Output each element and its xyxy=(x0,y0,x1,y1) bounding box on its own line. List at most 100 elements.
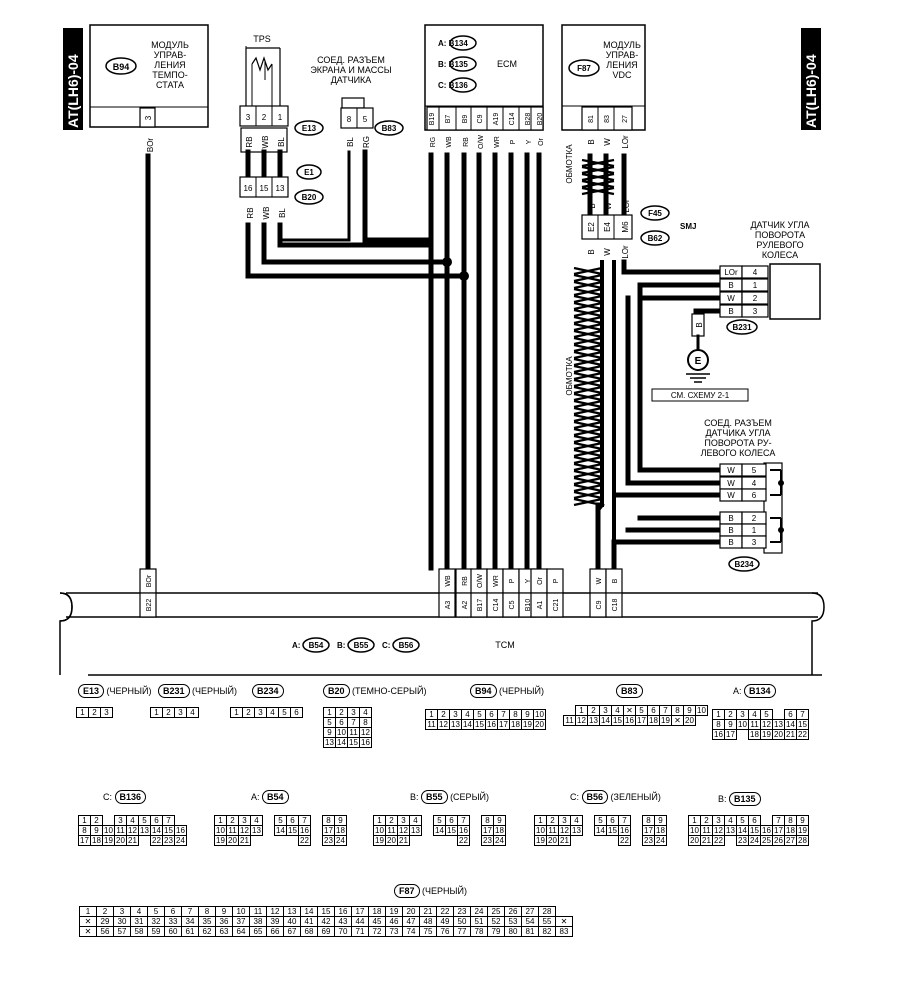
svg-text:B9: B9 xyxy=(462,115,469,124)
svg-text:WB: WB xyxy=(262,207,271,220)
svg-text:B: B xyxy=(588,203,597,208)
svg-text:P: P xyxy=(510,139,517,144)
svg-text:W: W xyxy=(603,248,612,256)
svg-text:2: 2 xyxy=(753,294,758,303)
svg-text:B: B xyxy=(728,514,733,523)
svg-text:O/W: O/W xyxy=(477,574,484,588)
svg-text:3: 3 xyxy=(752,538,757,547)
svg-text:RG: RG xyxy=(430,137,437,148)
svg-text:TCM: TCM xyxy=(495,640,515,650)
svg-text:B10: B10 xyxy=(525,599,532,612)
svg-text:WR: WR xyxy=(493,575,500,587)
svg-text:LOr: LOr xyxy=(621,135,630,149)
svg-text:RB: RB xyxy=(462,576,469,586)
svg-text:C14: C14 xyxy=(509,112,516,125)
svg-text:E1: E1 xyxy=(304,168,314,177)
svg-text:СМ. СХЕМУ 2-1: СМ. СХЕМУ 2-1 xyxy=(671,391,730,400)
svg-text:B: B xyxy=(587,249,596,254)
svg-text:B231: B231 xyxy=(732,323,752,332)
svg-text:C5: C5 xyxy=(509,600,516,609)
svg-text:C:: C: xyxy=(382,641,390,650)
svg-text:B19: B19 xyxy=(429,113,436,126)
e13-connector: 3 2 1 E13 xyxy=(239,105,324,136)
svg-text:RB: RB xyxy=(463,137,470,147)
svg-text:F45: F45 xyxy=(648,209,662,218)
svg-text:B55: B55 xyxy=(354,641,369,650)
svg-text:O/W: O/W xyxy=(478,135,485,149)
svg-text:B54: B54 xyxy=(309,641,324,650)
vdc-lower-wires: ОБМОТКА xyxy=(565,259,723,581)
svg-text:E4: E4 xyxy=(603,222,612,232)
svg-text:A:: A: xyxy=(292,641,300,650)
svg-text:F87: F87 xyxy=(577,64,591,73)
svg-text:WR: WR xyxy=(494,136,501,148)
svg-text:LOr: LOr xyxy=(621,245,630,259)
svg-text:C21: C21 xyxy=(553,598,560,611)
svg-text:LOr: LOr xyxy=(622,199,631,213)
svg-text:BL: BL xyxy=(278,208,287,218)
svg-text:3: 3 xyxy=(144,115,153,120)
svg-text:P: P xyxy=(553,578,560,583)
svg-text:3: 3 xyxy=(753,307,758,316)
svg-text:RB: RB xyxy=(245,136,254,147)
svg-text:16: 16 xyxy=(244,184,253,193)
svg-text:B234: B234 xyxy=(734,560,754,569)
svg-text:3: 3 xyxy=(246,113,251,122)
b20-connector: 16 15 13 B20 RB WB BL xyxy=(239,176,467,279)
svg-text:B20: B20 xyxy=(302,193,317,202)
svg-text:W: W xyxy=(596,577,603,584)
svg-text:B22: B22 xyxy=(146,599,153,612)
svg-text:4: 4 xyxy=(752,479,757,488)
svg-text:1: 1 xyxy=(752,526,757,535)
cruise-wire: BOr BOr xyxy=(145,138,155,588)
svg-text:8: 8 xyxy=(347,115,352,124)
svg-text:B: B xyxy=(728,526,733,535)
svg-text:2: 2 xyxy=(752,514,757,523)
svg-text:B: B xyxy=(728,281,733,290)
svg-text:BL: BL xyxy=(277,137,286,147)
svg-text:M6: M6 xyxy=(621,221,630,233)
svg-text:A19: A19 xyxy=(493,113,500,126)
svg-text:Y: Y xyxy=(526,139,533,144)
svg-text:C: B136: C: B136 xyxy=(438,81,468,90)
svg-text:P: P xyxy=(509,578,516,583)
svg-text:WB: WB xyxy=(446,136,453,148)
vdc-wires: B W LOr ОБМОТКА B W LOr xyxy=(565,135,631,215)
svg-text:B: B135: B: B135 xyxy=(438,60,468,69)
svg-text:C18: C18 xyxy=(612,598,619,611)
svg-text:BL: BL xyxy=(346,137,355,147)
svg-text:B28: B28 xyxy=(525,113,532,126)
svg-text:B: B xyxy=(728,307,733,316)
svg-text:W: W xyxy=(603,138,612,146)
svg-text:Or: Or xyxy=(538,137,545,145)
svg-text:B: B xyxy=(695,322,704,327)
svg-text:B:: B: xyxy=(337,641,345,650)
svg-text:B83: B83 xyxy=(382,124,397,133)
svg-text:A3: A3 xyxy=(445,601,452,610)
svg-text:BOr: BOr xyxy=(146,138,155,153)
svg-text:C9: C9 xyxy=(596,600,603,609)
svg-text:ОБМОТКА: ОБМОТКА xyxy=(565,144,574,184)
svg-text:6: 6 xyxy=(752,491,757,500)
svg-text:15: 15 xyxy=(260,184,269,193)
svg-text:ECM: ECM xyxy=(497,59,517,69)
svg-text:A: B134: A: B134 xyxy=(438,39,468,48)
wire-tps: RB WB BL E1 xyxy=(240,127,322,180)
svg-text:B: B xyxy=(587,139,596,144)
svg-text:RB: RB xyxy=(246,207,255,218)
svg-text:B: B xyxy=(728,538,733,547)
svg-text:B62: B62 xyxy=(648,234,663,243)
svg-text:1: 1 xyxy=(278,113,283,122)
svg-text:SMJ: SMJ xyxy=(680,222,696,231)
svg-text:1: 1 xyxy=(753,281,758,290)
